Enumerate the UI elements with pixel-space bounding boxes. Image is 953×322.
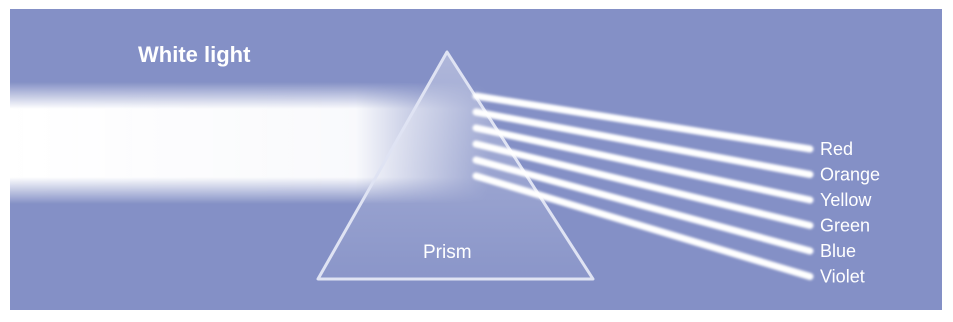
label-violet: Violet [820,267,865,287]
label-green: Green [820,216,870,236]
label-blue: Blue [820,241,856,261]
label-yellow: Yellow [820,190,872,210]
label-red: Red [820,139,853,159]
diagram-title: White light [138,42,251,67]
label-orange: Orange [820,165,880,185]
prism-label: Prism [423,242,472,263]
